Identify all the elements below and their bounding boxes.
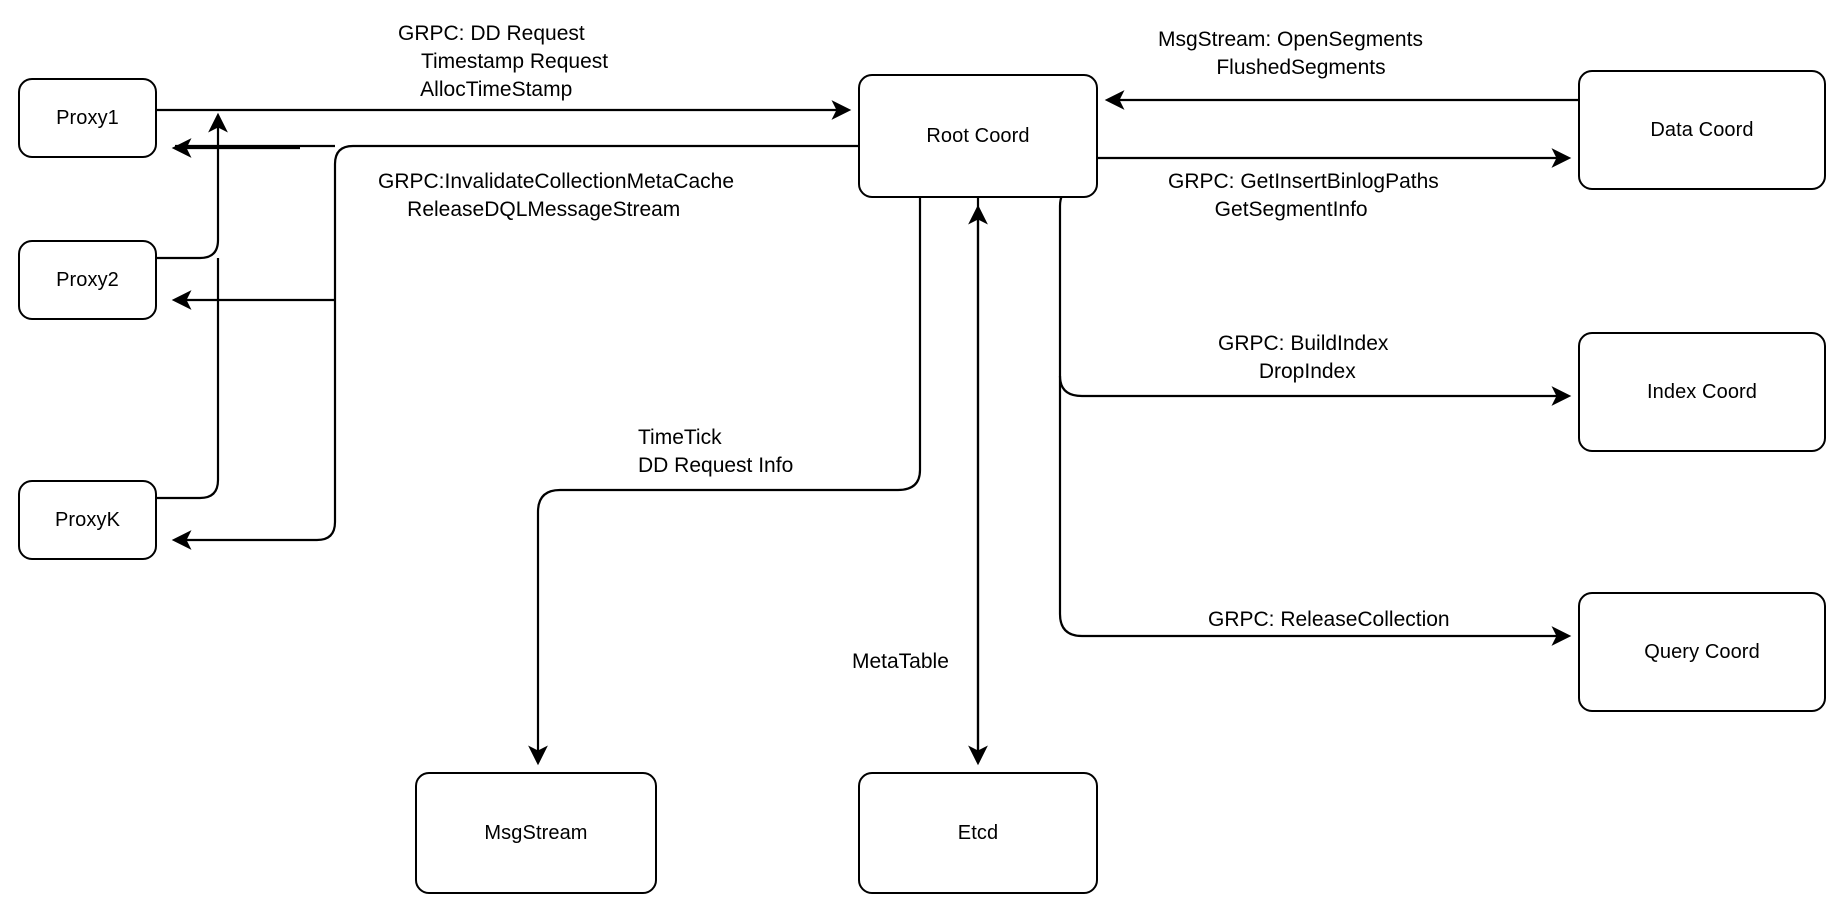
node-root-coord-label: Root Coord: [926, 124, 1030, 147]
edge-label-proxy-to-root: GRPC: DD Request Timestamp Request Alloc…: [398, 22, 609, 101]
wire-proxy2-to-trunk: [157, 112, 228, 260]
node-proxy1[interactable]: Proxy1: [18, 78, 157, 158]
node-proxyk[interactable]: ProxyK: [18, 480, 157, 560]
node-etcd-label: Etcd: [957, 821, 999, 844]
node-msgstream-label: MsgStream: [484, 821, 588, 844]
wire-rootcoord-to-querycoord: [1058, 376, 1572, 646]
node-data-coord[interactable]: Data Coord: [1578, 70, 1826, 190]
node-etcd[interactable]: Etcd: [858, 772, 1098, 894]
edge-label-root-to-datacoord: GRPC: GetInsertBinlogPaths GetSegmentInf…: [1168, 170, 1439, 221]
edge-label-root-to-querycoord: GRPC: ReleaseCollection: [1208, 608, 1450, 631]
edge-label-datacoord-to-root: MsgStream: OpenSegments FlushedSegments: [1158, 28, 1423, 79]
node-index-coord-label: Index Coord: [1646, 380, 1758, 403]
node-query-coord[interactable]: Query Coord: [1578, 592, 1826, 712]
wire-proxyk-to-trunk: [157, 258, 220, 500]
node-index-coord[interactable]: Index Coord: [1578, 332, 1826, 452]
node-proxy2-label: Proxy2: [56, 268, 119, 291]
wire-rootcoord-to-msgstream: [528, 198, 922, 766]
node-proxyk-label: ProxyK: [54, 508, 121, 531]
node-proxy1-label: Proxy1: [56, 106, 119, 129]
edge-label-root-to-proxy: GRPC:InvalidateCollectionMetaCache Relea…: [378, 170, 735, 221]
node-root-coord[interactable]: Root Coord: [858, 74, 1098, 198]
node-data-coord-label: Data Coord: [1650, 118, 1754, 141]
node-proxy2[interactable]: Proxy2: [18, 240, 157, 320]
edge-label-root-to-indexcoord: GRPC: BuildIndex DropIndex: [1218, 332, 1389, 383]
edge-label-root-to-msgstream: TimeTick DD Request Info: [638, 426, 794, 477]
wire-rootcoord-to-proxies: [171, 144, 858, 550]
edge-label-root-to-etcd: MetaTable: [852, 650, 949, 673]
node-msgstream[interactable]: MsgStream: [415, 772, 657, 894]
node-query-coord-label: Query Coord: [1644, 640, 1760, 663]
